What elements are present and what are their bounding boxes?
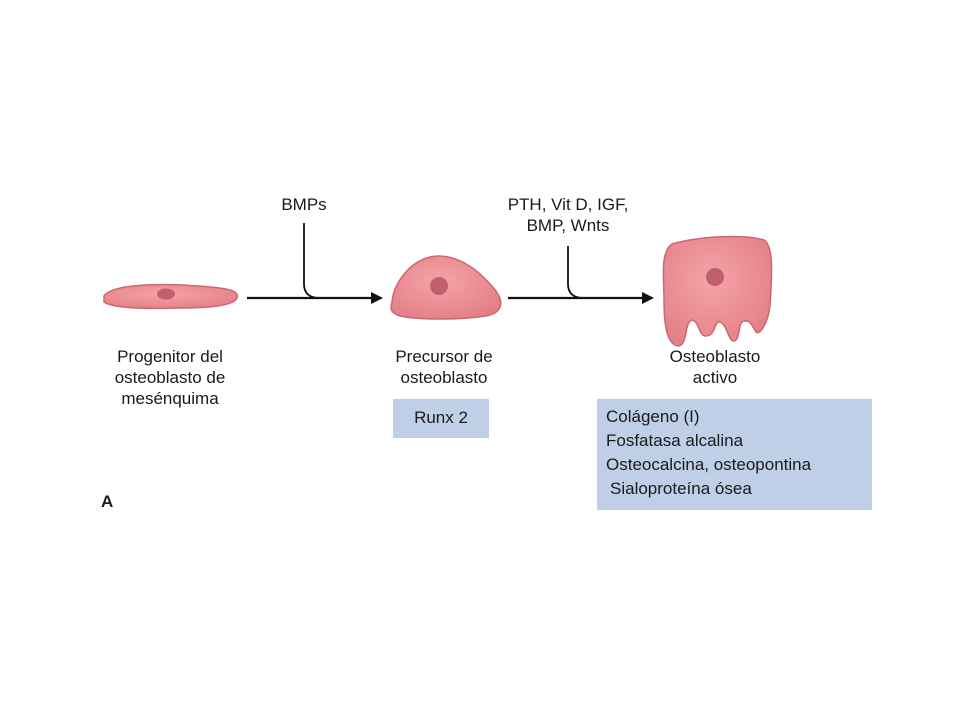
signal-input-bmps [303, 223, 321, 299]
stage-label-progenitor-line-3: mesénquima [121, 389, 219, 408]
active-osteoblast-cell [662, 235, 773, 347]
marker-bone-sialoprotein: Sialoproteína ósea [610, 479, 752, 498]
precursor-cell [390, 255, 502, 320]
active-osteoblast-nucleus [706, 268, 724, 286]
stage-label-precursor-line-1: Precursor de [395, 347, 493, 366]
signal-input-pth-vitd-igf-bmp-wnts [567, 246, 585, 299]
panel-letter: A [101, 492, 114, 511]
stage-label-progenitor-line-1: Progenitor del [117, 347, 223, 366]
progenitor-nucleus [157, 288, 175, 300]
stage-label-progenitor-line-2: osteoblasto de [114, 368, 226, 387]
marker-osteocalcin-osteopontin: Osteocalcina, osteopontina [606, 455, 812, 474]
signal-label-second-line-2: BMP, Wnts [526, 216, 610, 235]
stage-label-active: Osteoblasto activo [650, 346, 780, 388]
signal-label-bmps: BMPs [262, 194, 346, 215]
marker-collagen: Colágeno (I) [606, 407, 700, 426]
active-osteoblast-body [662, 235, 773, 347]
precursor-nucleus [430, 277, 448, 295]
marker-box-runx2: Runx 2 [393, 399, 489, 438]
stage-label-active-line-1: Osteoblasto [669, 347, 761, 366]
marker-alkaline-phosphatase: Fosfatasa alcalina [606, 431, 744, 450]
stage-label-active-line-2: activo [692, 368, 738, 387]
stage-label-precursor: Precursor de osteoblasto [372, 346, 516, 388]
stage-label-precursor-line-2: osteoblasto [400, 368, 488, 387]
progenitor-cell [103, 283, 239, 310]
signal-label-bmps-line-1: BMPs [281, 195, 327, 214]
marker-box-active: Colágeno (I) Fosfatasa alcalina Osteocal… [597, 399, 872, 510]
signal-label-second-line-1: PTH, Vit D, IGF, [507, 195, 629, 214]
marker-runx2: Runx 2 [414, 408, 468, 427]
stage-label-progenitor: Progenitor del osteoblasto de mesénquima [90, 346, 250, 409]
signal-label-second: PTH, Vit D, IGF, BMP, Wnts [480, 194, 656, 236]
